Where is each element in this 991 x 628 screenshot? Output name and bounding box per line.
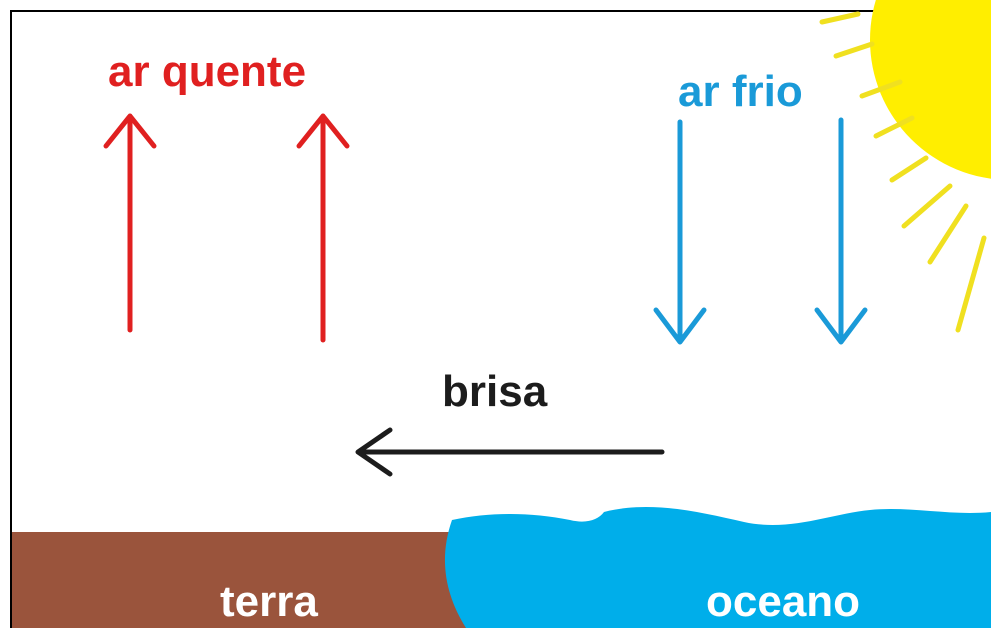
- ocean-label: oceano: [706, 577, 861, 626]
- arrow-left-icon: [355, 427, 665, 477]
- hot-air-arrows: [103, 113, 350, 343]
- arrow-down-icon: [814, 117, 868, 345]
- sun-icon: [819, 0, 991, 333]
- cold-air-arrows: [653, 117, 868, 345]
- sun-disc: [870, 0, 991, 179]
- arrow-up-icon: [296, 113, 350, 343]
- land-label: terra: [220, 577, 318, 626]
- land-area: [12, 532, 492, 628]
- ocean-area: [444, 506, 991, 628]
- arrow-down-icon: [653, 119, 707, 345]
- hot-air-label: ar quente: [108, 47, 307, 96]
- breeze-label: brisa: [442, 367, 548, 416]
- cold-air-label: ar frio: [678, 67, 803, 116]
- sun-rays: [819, 11, 987, 333]
- diagram-frame: [10, 10, 991, 628]
- arrow-up-icon: [103, 113, 157, 333]
